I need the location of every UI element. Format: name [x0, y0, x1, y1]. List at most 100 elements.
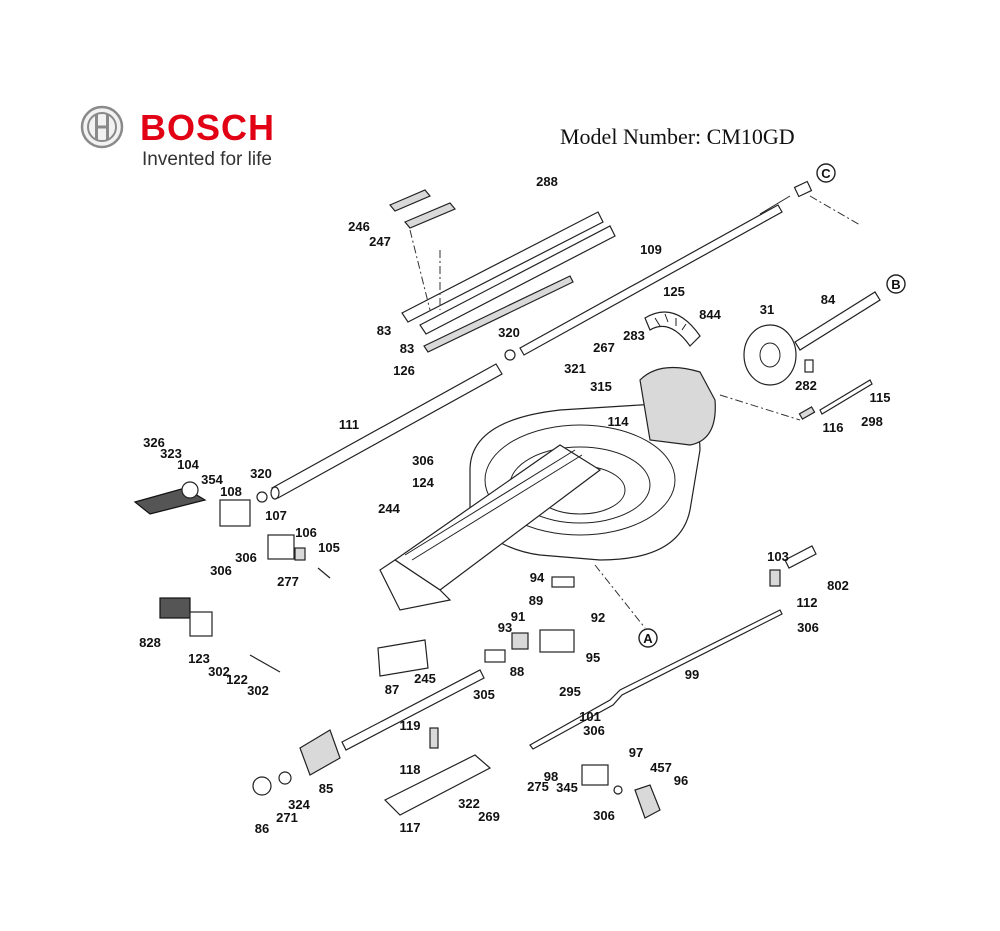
part-label: 97: [629, 745, 643, 760]
slide-rod-111: [270, 363, 503, 500]
part-label: 277: [277, 574, 299, 589]
svg-text:B: B: [891, 277, 900, 292]
part-label: 322: [458, 796, 480, 811]
part-label: 288: [536, 174, 558, 189]
nut-271: [278, 771, 292, 785]
part-label: 320: [498, 325, 520, 340]
part-label: 802: [827, 578, 849, 593]
part-label: 323: [160, 446, 182, 461]
part-label: 306: [235, 550, 257, 565]
part-label: 94: [530, 570, 545, 585]
miter-base: [379, 366, 716, 611]
clip-123: [189, 611, 213, 637]
block-91: [511, 632, 529, 650]
part-label: 86: [255, 821, 269, 836]
part-label: 306: [797, 620, 819, 635]
part-label: 345: [556, 780, 578, 795]
part-label: 83: [400, 341, 414, 356]
washer-320-b: [256, 491, 268, 503]
shaft-87: [341, 669, 485, 751]
part-label: 105: [318, 540, 340, 555]
part-label: 306: [412, 453, 434, 468]
part-label: 104: [177, 457, 199, 472]
bracket-95: [539, 629, 575, 653]
part-label: 247: [369, 234, 391, 249]
part-label: 306: [593, 808, 615, 823]
pin-282: [804, 359, 814, 373]
part-label: 269: [478, 809, 500, 824]
part-label: 109: [640, 242, 662, 257]
knob-31: [743, 324, 797, 386]
part-label: 320: [250, 466, 272, 481]
part-label: 295: [559, 684, 581, 699]
part-label: 305: [473, 687, 495, 702]
part-label: 282: [795, 378, 817, 393]
part-label: 324: [288, 797, 310, 812]
rod-84: [794, 291, 881, 351]
part-label: 271: [276, 810, 298, 825]
bracket-108: [219, 499, 251, 527]
part-label: 302: [208, 664, 230, 679]
handle-828: [159, 597, 191, 619]
part-label: 123: [188, 651, 210, 666]
part-label: 245: [414, 671, 436, 686]
part-label: 354: [201, 472, 223, 487]
part-label: 315: [590, 379, 612, 394]
pin-122: [249, 654, 281, 673]
part-label: 103: [767, 549, 789, 564]
svg-text:C: C: [821, 166, 831, 181]
bracket-97: [581, 764, 609, 786]
part-label: 84: [821, 292, 836, 307]
nut-106: [294, 547, 306, 561]
part-label: 326: [143, 435, 165, 450]
part-label: 116: [823, 420, 844, 435]
part-label: 92: [591, 610, 605, 625]
rod-99: [529, 609, 783, 750]
part-label: 91: [511, 609, 525, 624]
cap-86: [252, 776, 272, 796]
part-label: 124: [412, 475, 434, 490]
bracket-88: [484, 649, 506, 663]
knob-96: [634, 784, 661, 819]
spring-116: [798, 406, 816, 420]
part-label: 107: [265, 508, 287, 523]
clamp-117: [383, 754, 492, 816]
knob-354: [181, 481, 199, 499]
callout-A: A: [638, 628, 658, 648]
part-label: 298: [861, 414, 883, 429]
plate-245: [377, 639, 429, 677]
plate-94: [551, 576, 575, 588]
shaft-115: [819, 379, 873, 415]
knob-85: [299, 729, 341, 776]
slide-rod-109: [519, 180, 861, 356]
part-labels: 2882462471091258442832673213158383320126…: [139, 174, 890, 836]
block-107: [267, 534, 295, 560]
model-number-title: Model Number: CM10GD: [560, 124, 795, 149]
rail-assembly: [389, 189, 616, 353]
part-label: 31: [760, 302, 774, 317]
washer-457: [613, 785, 623, 795]
bevel-scale: [644, 311, 701, 347]
part-label: 115: [870, 390, 891, 405]
part-label: 98: [544, 769, 558, 784]
part-label: 87: [385, 682, 399, 697]
part-label: 457: [650, 760, 672, 775]
part-label: 96: [674, 773, 688, 788]
part-label: 283: [623, 328, 645, 343]
part-label: 844: [699, 307, 721, 322]
part-label: 95: [586, 650, 600, 665]
part-label: 93: [498, 620, 512, 635]
brand-tagline: Invented for life: [142, 149, 272, 170]
bosch-armature-icon: [80, 105, 124, 149]
part-label: 306: [583, 723, 605, 738]
part-label: 101: [579, 709, 601, 724]
part-label: 106: [295, 525, 317, 540]
part-label: 275: [527, 779, 549, 794]
pin-802: [784, 545, 817, 569]
svg-text:A: A: [643, 631, 653, 646]
part-label: 126: [393, 363, 415, 378]
part-label: 321: [564, 361, 586, 376]
brand-name: BOSCH: [140, 107, 276, 148]
bosch-logo: BOSCH Invented for life: [80, 105, 290, 175]
